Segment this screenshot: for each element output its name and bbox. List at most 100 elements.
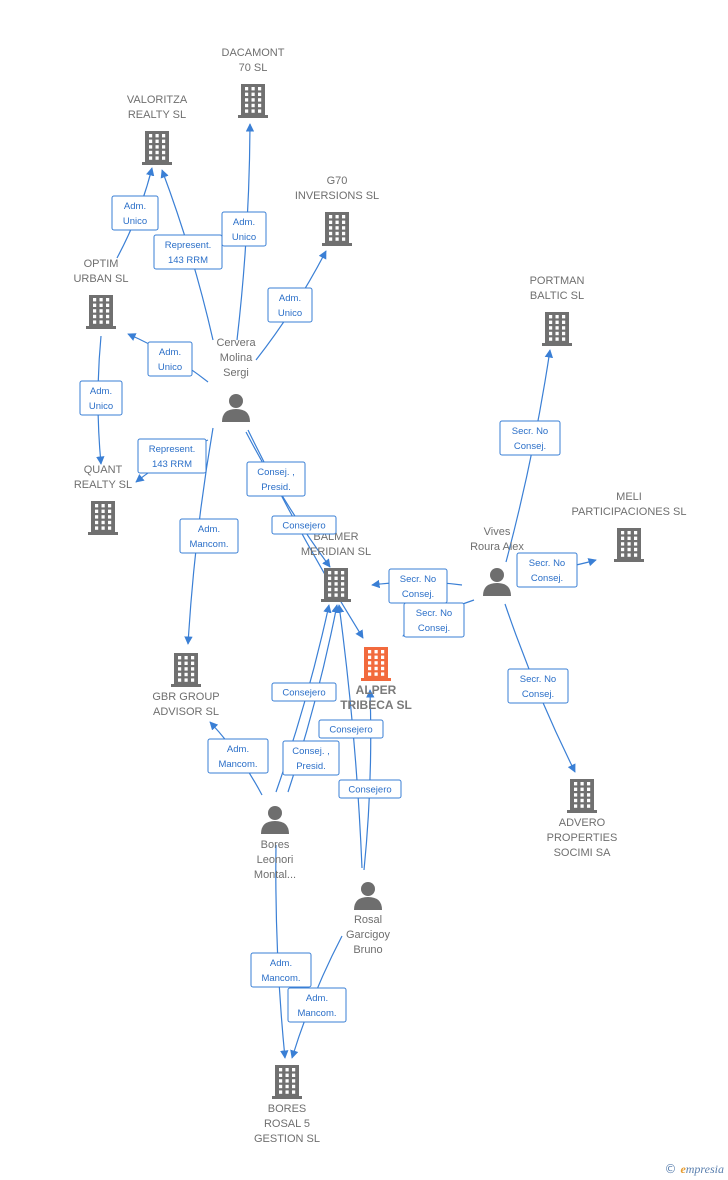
edge-label-text: Consejero <box>348 785 391 796</box>
edge-label-box <box>403 602 465 638</box>
building-icon <box>567 779 597 813</box>
edge-label[interactable]: Consejero <box>271 682 337 702</box>
edge-label[interactable]: Adm.Unico <box>221 211 267 247</box>
edge-label-text: Consej. <box>514 441 546 452</box>
node-label: ADVERO <box>559 817 606 829</box>
edge-label-text: Adm. <box>159 347 181 358</box>
edge-label-box <box>137 438 207 474</box>
node-label: REALTY SL <box>74 479 132 491</box>
edge-label-text: Unico <box>232 232 256 243</box>
edge-label[interactable]: Adm.Unico <box>267 287 313 323</box>
node-label: Sergi <box>223 367 249 379</box>
edge-label-box <box>207 738 269 774</box>
edge-label-box <box>516 552 578 588</box>
edge-label[interactable]: Represent.143 RRM <box>153 234 223 270</box>
building-icon <box>322 212 352 246</box>
edge-label-box <box>318 719 384 739</box>
person-icon <box>261 806 289 834</box>
edge-label-box <box>246 461 306 497</box>
edge-label[interactable]: Consej. ,Presid. <box>246 461 306 497</box>
copyright-symbol: © <box>664 1162 677 1176</box>
node-label: INVERSIONS SL <box>295 190 379 202</box>
edge-label-box <box>250 952 312 988</box>
edge-label[interactable]: Consej. ,Presid. <box>282 740 340 776</box>
node-label: GBR GROUP <box>152 691 219 703</box>
edge-label[interactable]: Consejero <box>318 719 384 739</box>
edge-label-box <box>282 740 340 776</box>
building-icon <box>614 528 644 562</box>
edge-label[interactable]: Consejero <box>338 779 402 799</box>
edge-label-text: Represent. <box>165 240 211 251</box>
edge-label-box <box>111 195 159 231</box>
edge-label-text: Adm. <box>279 293 301 304</box>
node-label: GESTION SL <box>254 1133 320 1145</box>
edge-label-box <box>79 380 123 416</box>
node-bores[interactable]: BoresLeonoriMontal... <box>254 806 296 881</box>
edge-label[interactable]: Adm.Unico <box>79 380 123 416</box>
node-label: Vives <box>484 526 511 538</box>
edge-label[interactable]: Adm.Mancom. <box>207 738 269 774</box>
edge-label-text: Presid. <box>296 761 326 772</box>
node-label: BALTIC SL <box>530 290 584 302</box>
node-label: TRIBECA SL <box>340 698 412 712</box>
edge-label[interactable]: Adm.Unico <box>111 195 159 231</box>
edge-label-text: Mancom. <box>218 759 257 770</box>
building-icon <box>238 84 268 118</box>
building-icon <box>321 568 351 602</box>
edge-label[interactable]: Consejero <box>271 515 337 535</box>
edge-cervera-to-balmer <box>245 431 331 568</box>
person-icon <box>222 394 250 422</box>
edge-label[interactable]: Represent.143 RRM <box>137 438 207 474</box>
edge-label-box <box>267 287 313 323</box>
node-label: ALPER <box>356 683 397 697</box>
edge-label-text: Consej. <box>402 589 434 600</box>
node-label: Bruno <box>353 944 382 956</box>
node-label: Garcigoy <box>346 929 391 941</box>
edge-label[interactable]: Adm.Mancom. <box>179 518 239 554</box>
node-label: BORES <box>268 1103 307 1115</box>
node-label: Roura Alex <box>470 541 524 553</box>
edge-label-box <box>271 682 337 702</box>
edge-label[interactable]: Adm. Unico <box>147 341 193 377</box>
edge-label-text: Represent. <box>149 444 195 455</box>
edge-label[interactable]: Adm.Mancom. <box>250 952 312 988</box>
node-label: 70 SL <box>239 62 268 74</box>
edge-label-text: Unico <box>158 362 182 373</box>
edge-label[interactable]: Adm.Mancom. <box>287 987 347 1023</box>
edge-label-box <box>271 515 337 535</box>
edge-label-box <box>499 420 561 456</box>
edge-label-text: Adm. <box>306 993 328 1004</box>
edge-cervera-to-alper <box>247 429 364 639</box>
empresia-watermark: ©empresia <box>664 1162 724 1177</box>
edge-vives-to-portman <box>505 349 554 563</box>
edge-label-text: Mancom. <box>189 539 228 550</box>
node-label: Cervera <box>216 337 256 349</box>
node-label: Rosal <box>354 914 382 926</box>
person-icon <box>483 568 511 596</box>
edge-label-box <box>147 341 193 377</box>
building-icon <box>361 647 391 681</box>
edge-label-text: Secr. No <box>416 608 452 619</box>
